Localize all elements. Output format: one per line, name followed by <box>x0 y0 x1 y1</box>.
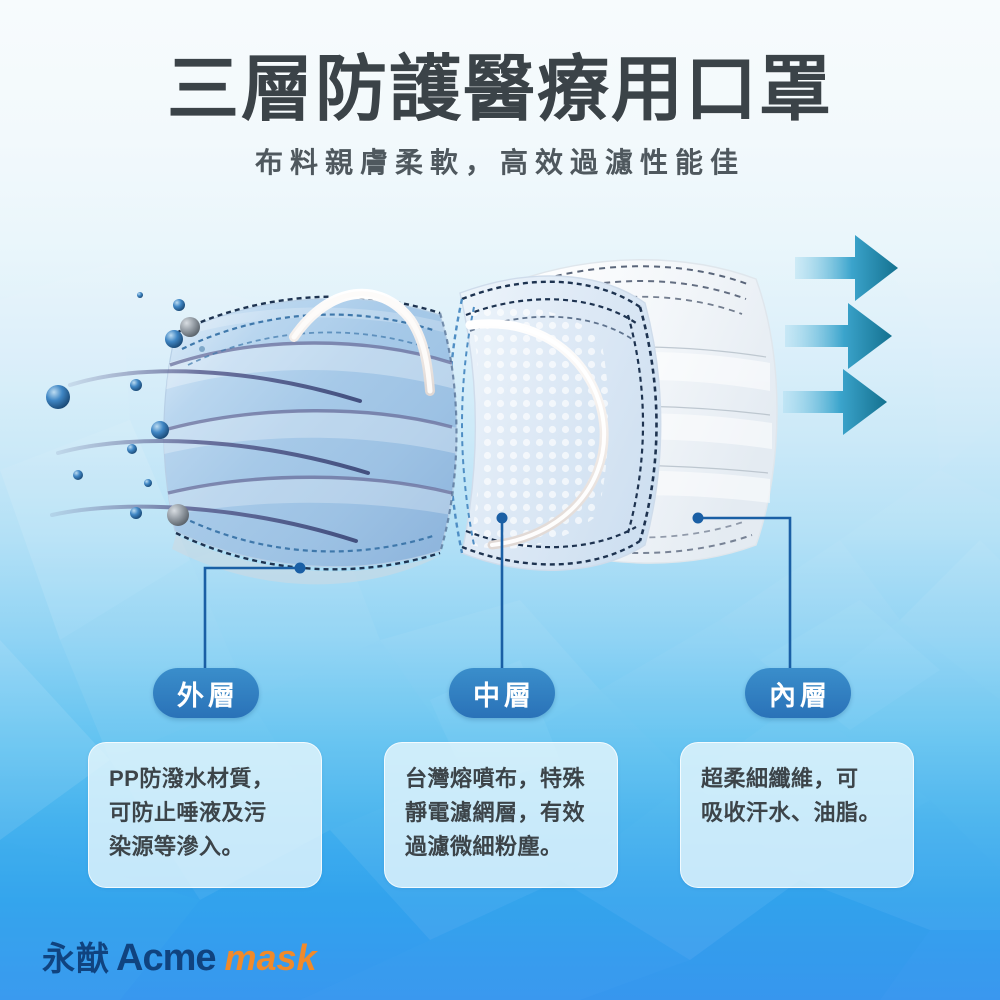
card-outer-line-3: 染源等滲入。 <box>109 834 245 859</box>
middle-layer-graphic <box>447 275 662 571</box>
badge-outer-label: 外層 <box>177 680 239 711</box>
layer-description-cards: PP防潑水材質， 可防止唾液及污 染源等滲入。 台灣熔噴布，特殊 靜電濾網層，有… <box>0 742 1000 890</box>
badge-outer-layer[interactable]: 外層 <box>153 668 259 718</box>
particle-group <box>46 292 205 526</box>
card-inner-line-1: 超柔細纖維，可 <box>701 766 859 791</box>
airflow-arrow-1 <box>795 235 898 301</box>
outer-layer-graphic <box>163 288 458 585</box>
card-outer-line-1: PP防潑水材質， <box>109 766 275 791</box>
card-outer-line-2: 可防止唾液及污 <box>109 800 267 825</box>
header: 三層防護醫療用口罩 布料親膚柔軟，高效過濾性能佳 <box>0 0 1000 180</box>
airflow-arrow-3 <box>783 369 887 435</box>
card-inner-layer: 超柔細纖維，可 吸收汗水、油脂。 <box>680 742 914 888</box>
logo-brand-name: Acme <box>116 937 216 979</box>
card-outer-layer: PP防潑水材質， 可防止唾液及污 染源等滲入。 <box>88 742 322 888</box>
brand-logo: 永猷 Acme mask <box>42 932 317 980</box>
card-inner-line-2: 吸收汗水、油脂。 <box>701 800 882 825</box>
card-middle-line-3: 過濾微細粉塵。 <box>405 834 563 859</box>
layer-badges: 外層 中層 內層 <box>0 668 1000 720</box>
mask-illustration <box>46 235 898 585</box>
badge-middle-label: 中層 <box>473 680 535 711</box>
badge-inner-layer[interactable]: 內層 <box>745 668 851 718</box>
page-title: 三層防護醫療用口罩 <box>166 50 833 130</box>
airflow-streaks <box>50 369 370 543</box>
card-middle-line-1: 台灣熔噴布，特殊 <box>405 766 586 791</box>
logo-chinese-name: 永猷 <box>42 940 110 977</box>
badge-inner-label: 內層 <box>769 680 831 711</box>
badge-middle-layer[interactable]: 中層 <box>449 668 555 718</box>
card-middle-layer: 台灣熔噴布，特殊 靜電濾網層，有效 過濾微細粉塵。 <box>384 742 618 888</box>
page-subtitle: 布料親膚柔軟，高效過濾性能佳 <box>254 147 745 179</box>
airflow-arrow-2 <box>785 303 892 369</box>
airflow-arrows <box>783 235 898 435</box>
logo-product-name: mask <box>224 937 317 978</box>
card-middle-line-2: 靜電濾網層，有效 <box>405 800 586 825</box>
